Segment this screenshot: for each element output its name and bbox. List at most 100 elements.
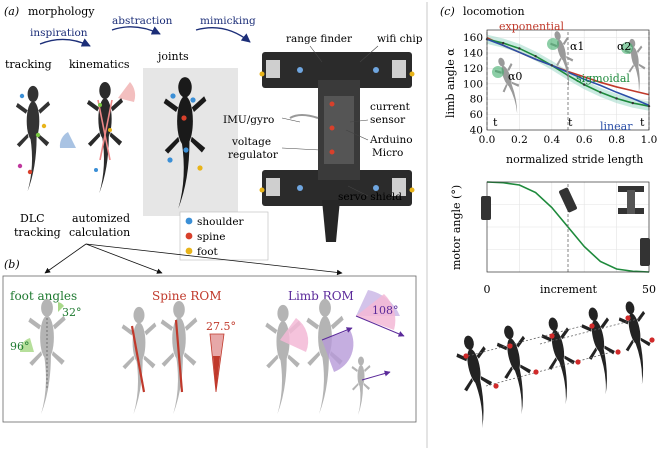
- panel-b-label: (b): [4, 258, 20, 271]
- legend-label-spine: spine: [197, 231, 225, 243]
- panel-c-title: locomotion: [463, 5, 525, 18]
- connector-line-3: [85, 243, 343, 276]
- robot-label-range-finder: range finder: [286, 33, 353, 45]
- panel-a-title: morphology: [28, 5, 95, 18]
- legend-swatch-shoulder: [185, 217, 193, 225]
- servo-icon-mid: [559, 187, 577, 213]
- y-tick-140: 140: [463, 48, 483, 60]
- gait-sequence-image: [452, 298, 657, 431]
- servo-icon-end: [640, 238, 650, 266]
- stage-label-tracking: tracking: [5, 58, 52, 71]
- joint-legend: shoulder spine foot: [179, 211, 269, 261]
- x-tick-0.8: 0.8: [608, 134, 625, 146]
- sigmoid-point-1: [502, 41, 505, 45]
- spine-rom-title: Spine ROM: [152, 289, 222, 303]
- gecko-tracking-image: [15, 85, 51, 192]
- sigmoid-point-6: [583, 83, 586, 86]
- arrow-label-inspiration: inspiration: [30, 27, 88, 39]
- robot-icon: [618, 186, 644, 214]
- motor-angle-ylabel: motor angle (°): [450, 185, 463, 270]
- arrow-mimicking: [195, 27, 251, 43]
- motor-x-tick-50: 50: [642, 283, 656, 296]
- pose-label-t-0: t: [493, 116, 498, 129]
- pose-label-t-1: t: [640, 116, 645, 129]
- motor-angle-ticks: 0 50: [484, 283, 657, 296]
- motor-angle-xlabel: increment: [540, 283, 598, 296]
- curve-label-linear: linear: [600, 120, 633, 133]
- panel-b: (b) foot angles Spine ROM Limb ROM 32° 9…: [2, 243, 417, 423]
- y-tick-100: 100: [463, 78, 483, 90]
- stage-label-joints: joints: [156, 50, 189, 63]
- robot-image: [259, 52, 415, 242]
- y-tick-40: 40: [470, 125, 483, 137]
- pose-label-a2: α2: [617, 40, 631, 53]
- panel-c-label: (c): [440, 5, 455, 18]
- motor-x-tick-0: 0: [484, 283, 491, 296]
- pose-gecko-a0: [491, 54, 529, 117]
- sigmoid-point-3: [534, 54, 537, 58]
- robot-label-current-1: current: [370, 101, 411, 113]
- x-tick-0.2: 0.2: [511, 134, 528, 146]
- spine-rom-geckos: [121, 300, 225, 415]
- y-tick-60: 60: [470, 109, 483, 121]
- sigmoid-point-7: [599, 91, 602, 94]
- robot-label-current-2: sensor: [370, 114, 406, 126]
- curve-label-exponential: exponential: [499, 20, 565, 33]
- x-tick-0.0: 0.0: [479, 134, 496, 146]
- robot-label-voltage-1: voltage: [231, 136, 271, 148]
- panel-b-frame: [2, 275, 417, 423]
- foot-angle-32: 32°: [62, 306, 82, 319]
- panel-a-label: (a): [4, 5, 19, 18]
- motor-angle-plot-frame: [486, 181, 650, 273]
- joints-image: [143, 68, 238, 216]
- legend-swatch-foot: [185, 247, 193, 255]
- connector-line-2: [85, 243, 163, 274]
- sigmoid-point-9: [631, 101, 634, 105]
- stage-label-kinematics: kinematics: [69, 58, 130, 71]
- auto-label-2: calculation: [69, 226, 130, 239]
- robot-label-arduino-2: Micro: [372, 147, 403, 159]
- robot-label-servo: servo shield: [338, 191, 402, 203]
- arrow-abstraction: [111, 26, 161, 35]
- connector-line-1: [44, 243, 87, 274]
- robot-label-imu: IMU/gyro: [223, 114, 274, 126]
- x-tick-1.0: 1.0: [641, 134, 657, 146]
- limb-angle-108: 108°: [372, 304, 399, 317]
- legend-label-foot: foot: [197, 246, 219, 258]
- pose-label-t-half: t: [568, 116, 573, 129]
- pose-a2-shoulder: [621, 42, 633, 54]
- foot-angles-gecko: [19, 298, 66, 415]
- robot-label-wifi-chip: wifi chip: [377, 33, 423, 45]
- limb-angle-plot-frame: [486, 29, 650, 131]
- panel-a: (a) morphology inspiration abstraction m…: [4, 5, 423, 261]
- sigmoid-point-4: [550, 64, 553, 67]
- servo-icon-start: [481, 196, 491, 220]
- pose-label-a0: α0: [508, 70, 522, 83]
- pose-label-a1: α1: [570, 40, 584, 53]
- sigmoid-point-2: [518, 47, 521, 50]
- auto-label-1: automized: [72, 212, 130, 225]
- spine-angle-27-5: 27.5°: [206, 320, 236, 333]
- pose-a0-shoulder: [492, 66, 504, 78]
- gecko-kinematics-image: [59, 81, 136, 194]
- arrow-inspiration: [39, 38, 91, 47]
- sigmoid-point-8: [615, 97, 618, 100]
- curve-label-sigmoidal: sigmoidal: [576, 72, 630, 85]
- robot-label-voltage-2: regulator: [228, 149, 279, 161]
- dlc-label-2: tracking: [14, 226, 61, 239]
- y-tick-120: 120: [463, 63, 483, 75]
- foot-angles-title: foot angles: [10, 289, 77, 303]
- robot-callouts: [281, 45, 379, 197]
- limb-angle-ylabel: limb angle α: [444, 48, 457, 118]
- limb-angle-xlabel: normalized stride length: [506, 153, 643, 166]
- motor-angle-chart: 0 50 motor angle (°) increment: [450, 181, 657, 296]
- limb-rom-title: Limb ROM: [288, 289, 354, 303]
- y-tick-160: 160: [463, 32, 483, 44]
- arrow-label-abstraction: abstraction: [112, 15, 173, 27]
- limb-rom-geckos: [265, 290, 405, 415]
- legend-label-shoulder: shoulder: [197, 216, 245, 228]
